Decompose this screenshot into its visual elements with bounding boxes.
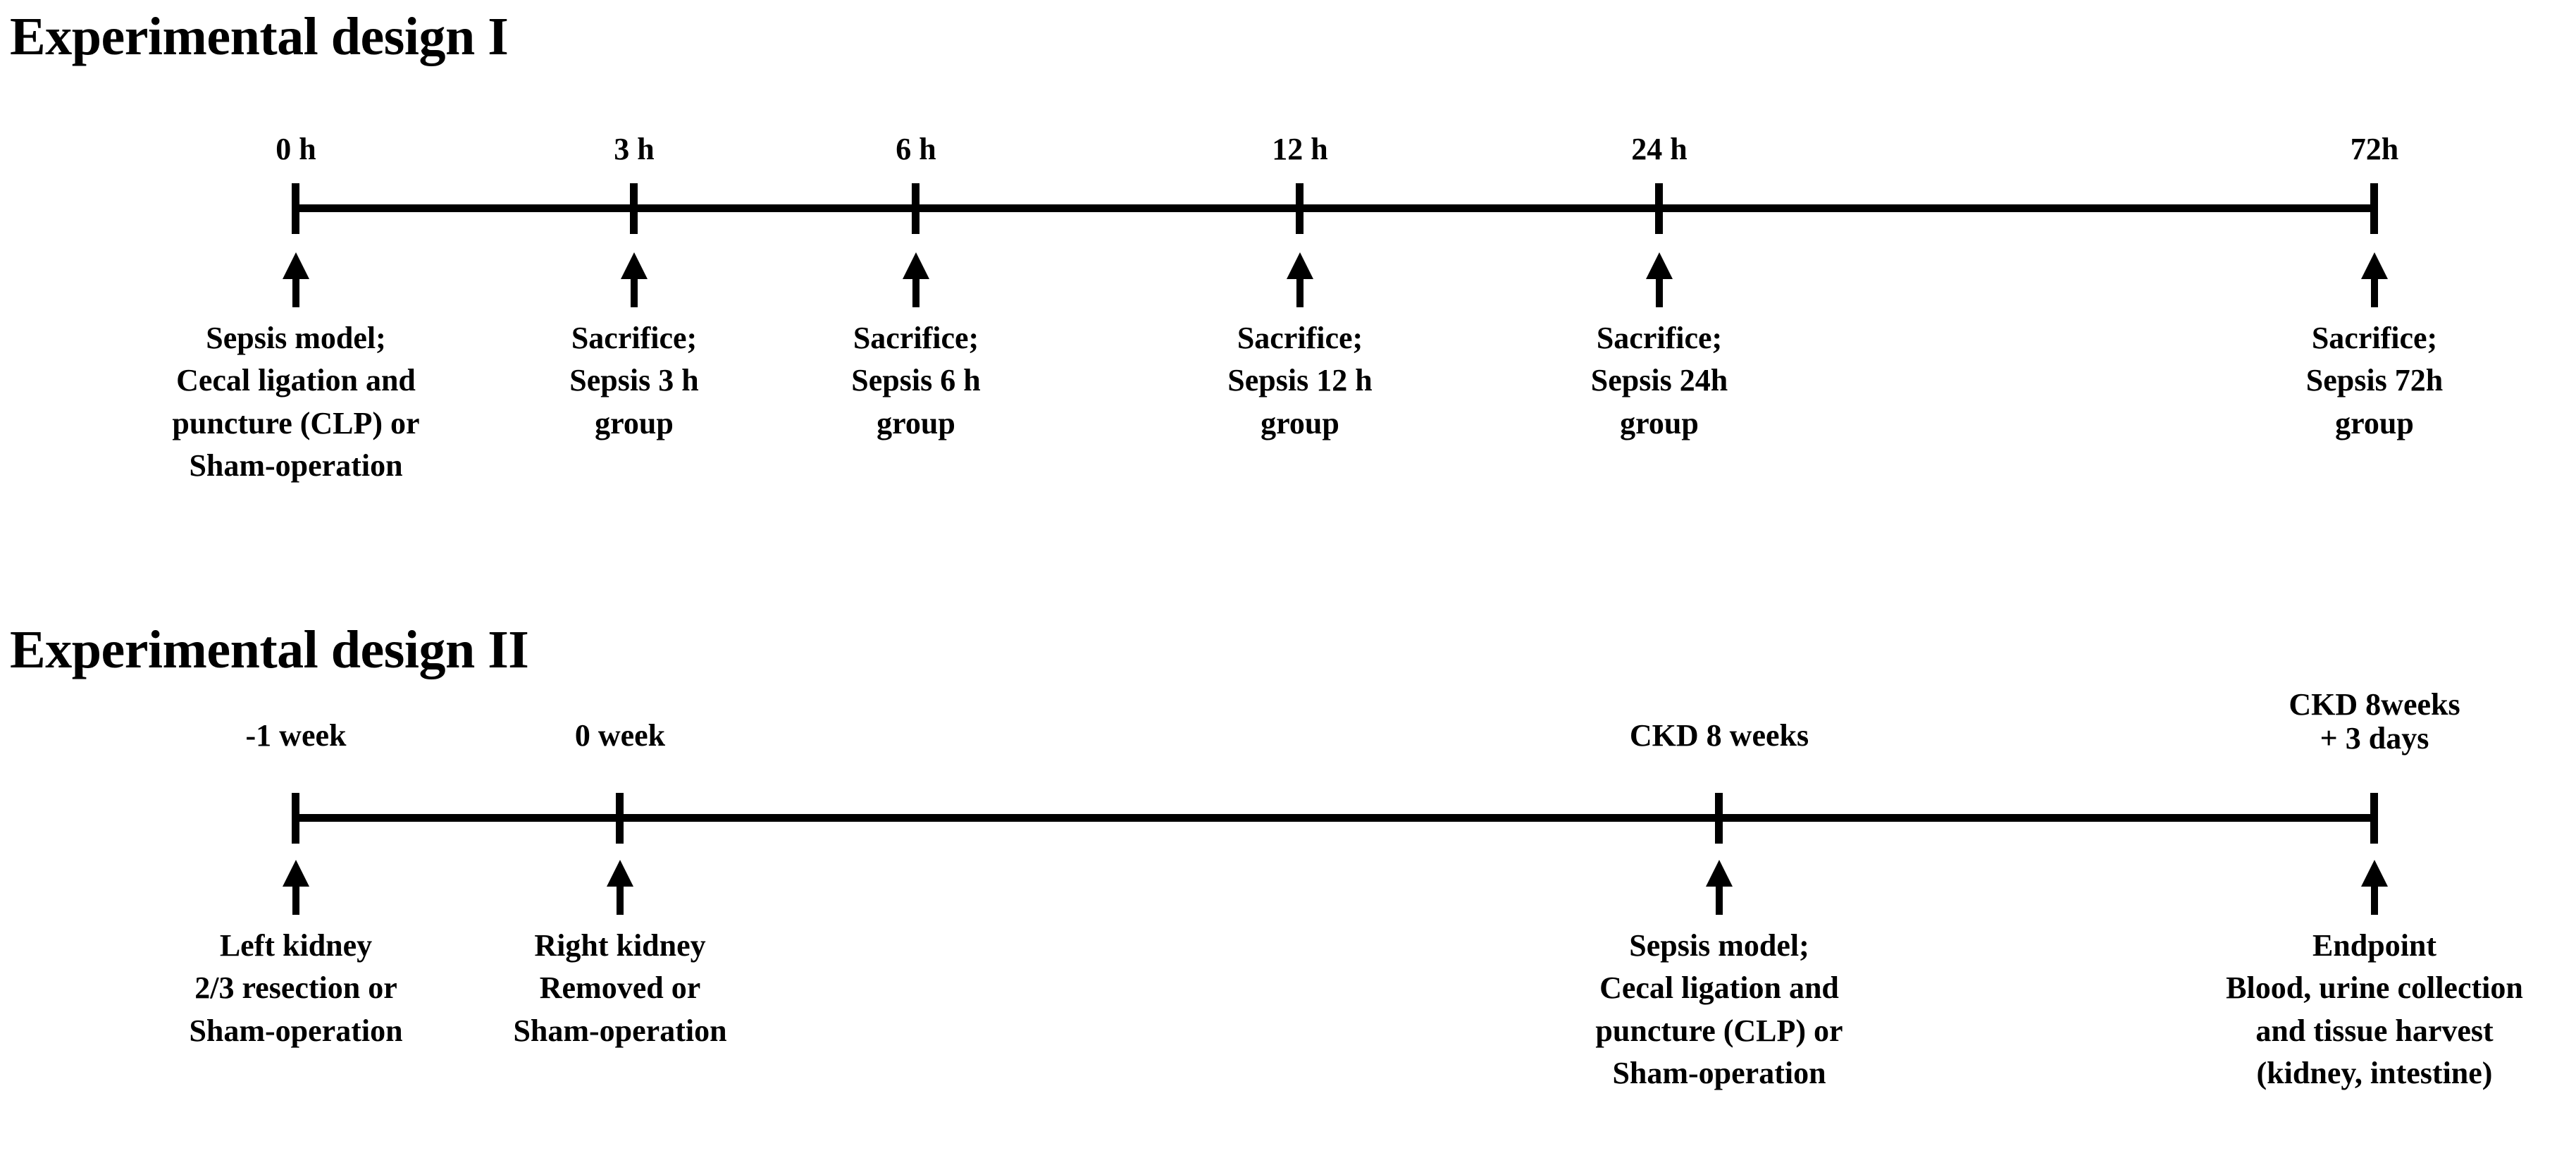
event-caption: Sacrifice; Sepsis 6 h group: [851, 321, 981, 440]
tick-mark: [616, 793, 624, 844]
tick-label: CKD 8 weeks: [1629, 718, 1809, 753]
tick-mark: [2370, 793, 2378, 844]
tick-mark: [1655, 183, 1663, 234]
event-caption: Endpoint Blood, urine collection and tis…: [2226, 928, 2523, 1090]
section-title-design-1: Experimental design I: [10, 7, 509, 66]
timeline-axis-line: [296, 204, 2376, 212]
tick-label: 24 h: [1631, 132, 1688, 166]
tick-label: 0 week: [574, 718, 666, 753]
event-caption: Sacrifice; Sepsis 3 h group: [569, 321, 699, 440]
event-caption: Sacrifice; Sepsis 12 h group: [1227, 321, 1373, 440]
tick-mark: [292, 183, 299, 234]
timeline-design-2: -1 week Left kidney 2/3 resection or Sha…: [0, 688, 2576, 1156]
tick-label: 3 h: [614, 132, 655, 166]
tick-label: 72h: [2350, 132, 2399, 166]
timeline-axis-line: [296, 814, 2376, 822]
event-caption: Left kidney 2/3 resection or Sham-operat…: [189, 928, 403, 1048]
tick-mark: [292, 793, 299, 844]
event-caption: Right kidney Removed or Sham-operation: [513, 928, 727, 1048]
tick-mark: [630, 183, 638, 234]
section-title-design-2: Experimental design II: [10, 620, 529, 679]
tick-mark: [912, 183, 919, 234]
tick-mark: [1715, 793, 1723, 844]
tick-label: 12 h: [1272, 132, 1328, 166]
tick-mark: [1296, 183, 1304, 234]
tick-label: CKD 8weeks + 3 days: [2289, 687, 2460, 756]
event-caption: Sacrifice; Sepsis 72h group: [2305, 321, 2444, 440]
event-caption: Sacrifice; Sepsis 24h group: [1590, 321, 1728, 440]
event-caption: Sepsis model; Cecal ligation and punctur…: [1595, 928, 1843, 1090]
tick-label: -1 week: [245, 718, 347, 753]
tick-label: 6 h: [896, 132, 936, 166]
tick-label: 0 h: [275, 132, 316, 166]
event-caption: Sepsis model; Cecal ligation and punctur…: [172, 321, 420, 483]
tick-mark: [2370, 183, 2378, 234]
timeline-design-1: 0 h Sepsis model; Cecal ligation and pun…: [0, 106, 2576, 529]
